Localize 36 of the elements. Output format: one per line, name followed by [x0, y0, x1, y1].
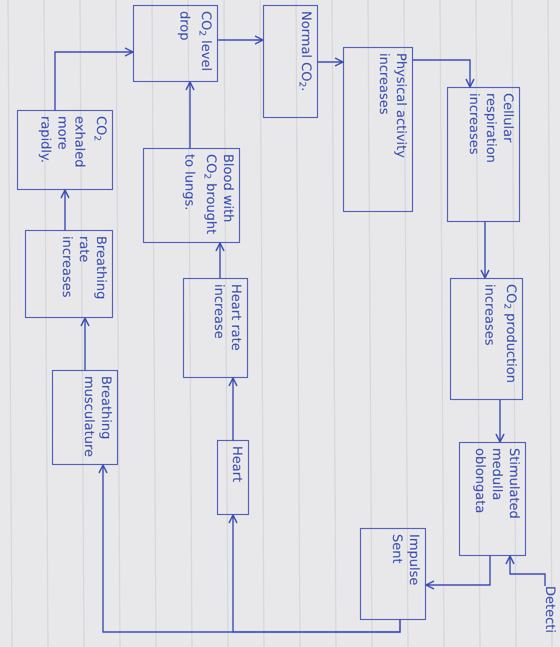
- arrow: [60, 189, 70, 230]
- arrow: [425, 556, 491, 590]
- step-label: Breathing musculature: [81, 376, 113, 458]
- process-box: [447, 87, 520, 222]
- arrow: [318, 57, 344, 67]
- step-label: Heart: [229, 446, 244, 482]
- step-label: Stimulated medulla oblongata: [472, 448, 521, 519]
- process-box: [25, 230, 113, 318]
- arrow: [218, 35, 264, 45]
- process-box: [343, 47, 413, 212]
- arrow: [495, 400, 505, 443]
- process-box: [217, 440, 249, 515]
- arrow: [413, 59, 475, 88]
- arrow: [185, 81, 195, 148]
- process-box: [52, 370, 118, 465]
- process-box: [459, 442, 526, 556]
- process-box: [360, 528, 426, 620]
- process-box: [183, 278, 248, 378]
- process-box: [263, 5, 318, 118]
- arrow: [98, 464, 401, 633]
- process-box: [450, 278, 523, 400]
- arrow: [54, 47, 134, 110]
- step-label: Cellular respiration increases: [466, 93, 515, 163]
- step-label: Physical activity increases: [376, 53, 408, 158]
- arrow: [80, 317, 90, 370]
- annotation-text: Detecti: [536, 586, 558, 646]
- process-box: [143, 148, 240, 243]
- process-box: [17, 110, 113, 190]
- step-label: Breathing rate increases: [59, 236, 108, 300]
- arrow: [215, 242, 225, 278]
- process-box: [133, 5, 218, 82]
- arrow: [228, 377, 238, 440]
- arrow: [480, 222, 490, 279]
- arrow: [505, 555, 546, 586]
- step-label: Heart rate increase: [211, 284, 243, 351]
- step-label: Impulse Sent: [389, 534, 421, 586]
